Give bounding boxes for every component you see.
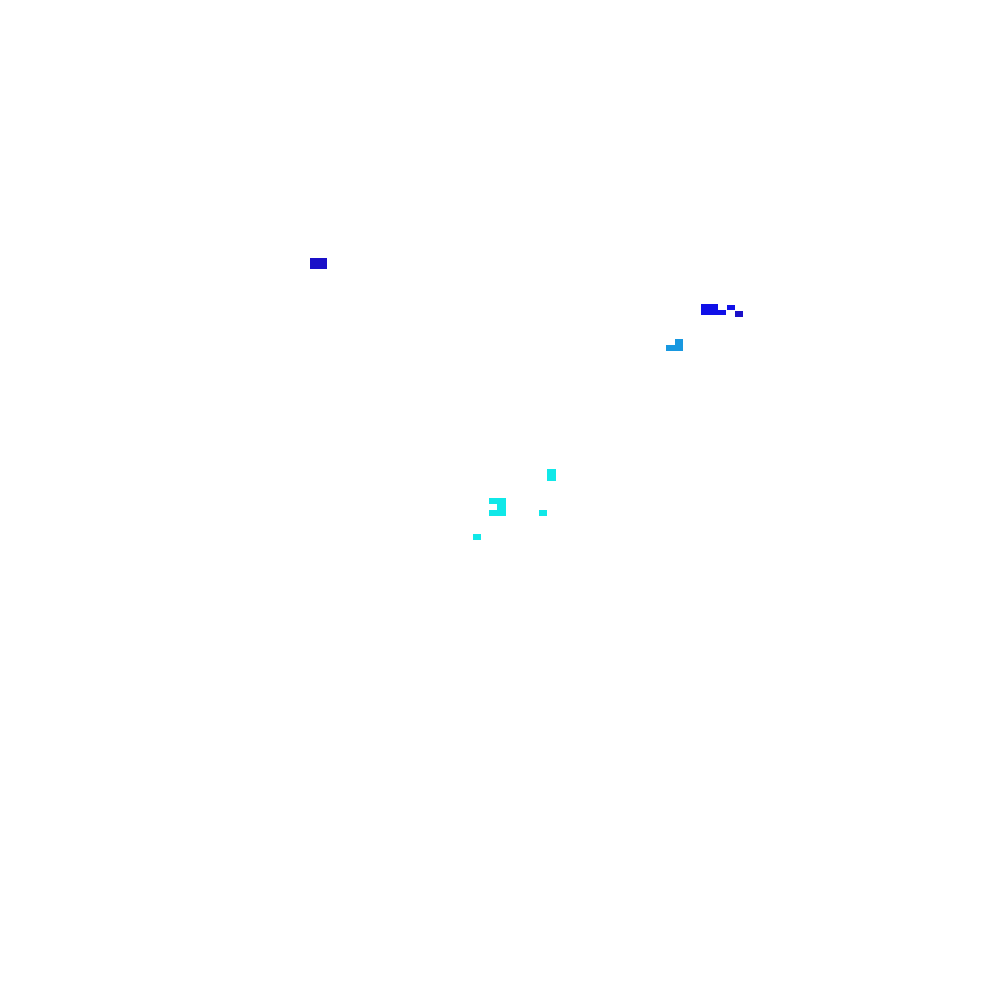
blue-block-4 <box>727 305 735 310</box>
sky-blue-block-2 <box>675 339 683 346</box>
blue-block-1 <box>310 258 327 269</box>
blue-block-2 <box>701 304 718 315</box>
blue-block-3 <box>715 310 726 315</box>
blue-block-5 <box>735 311 743 317</box>
sky-blue-block-1 <box>666 345 683 351</box>
cyan-block-6 <box>473 534 481 540</box>
cyan-block-5 <box>539 510 547 516</box>
cyan-block-3 <box>497 503 506 511</box>
cyan-block-1 <box>547 469 556 481</box>
cyan-block-4 <box>489 510 506 516</box>
cyan-block-2 <box>489 498 506 504</box>
